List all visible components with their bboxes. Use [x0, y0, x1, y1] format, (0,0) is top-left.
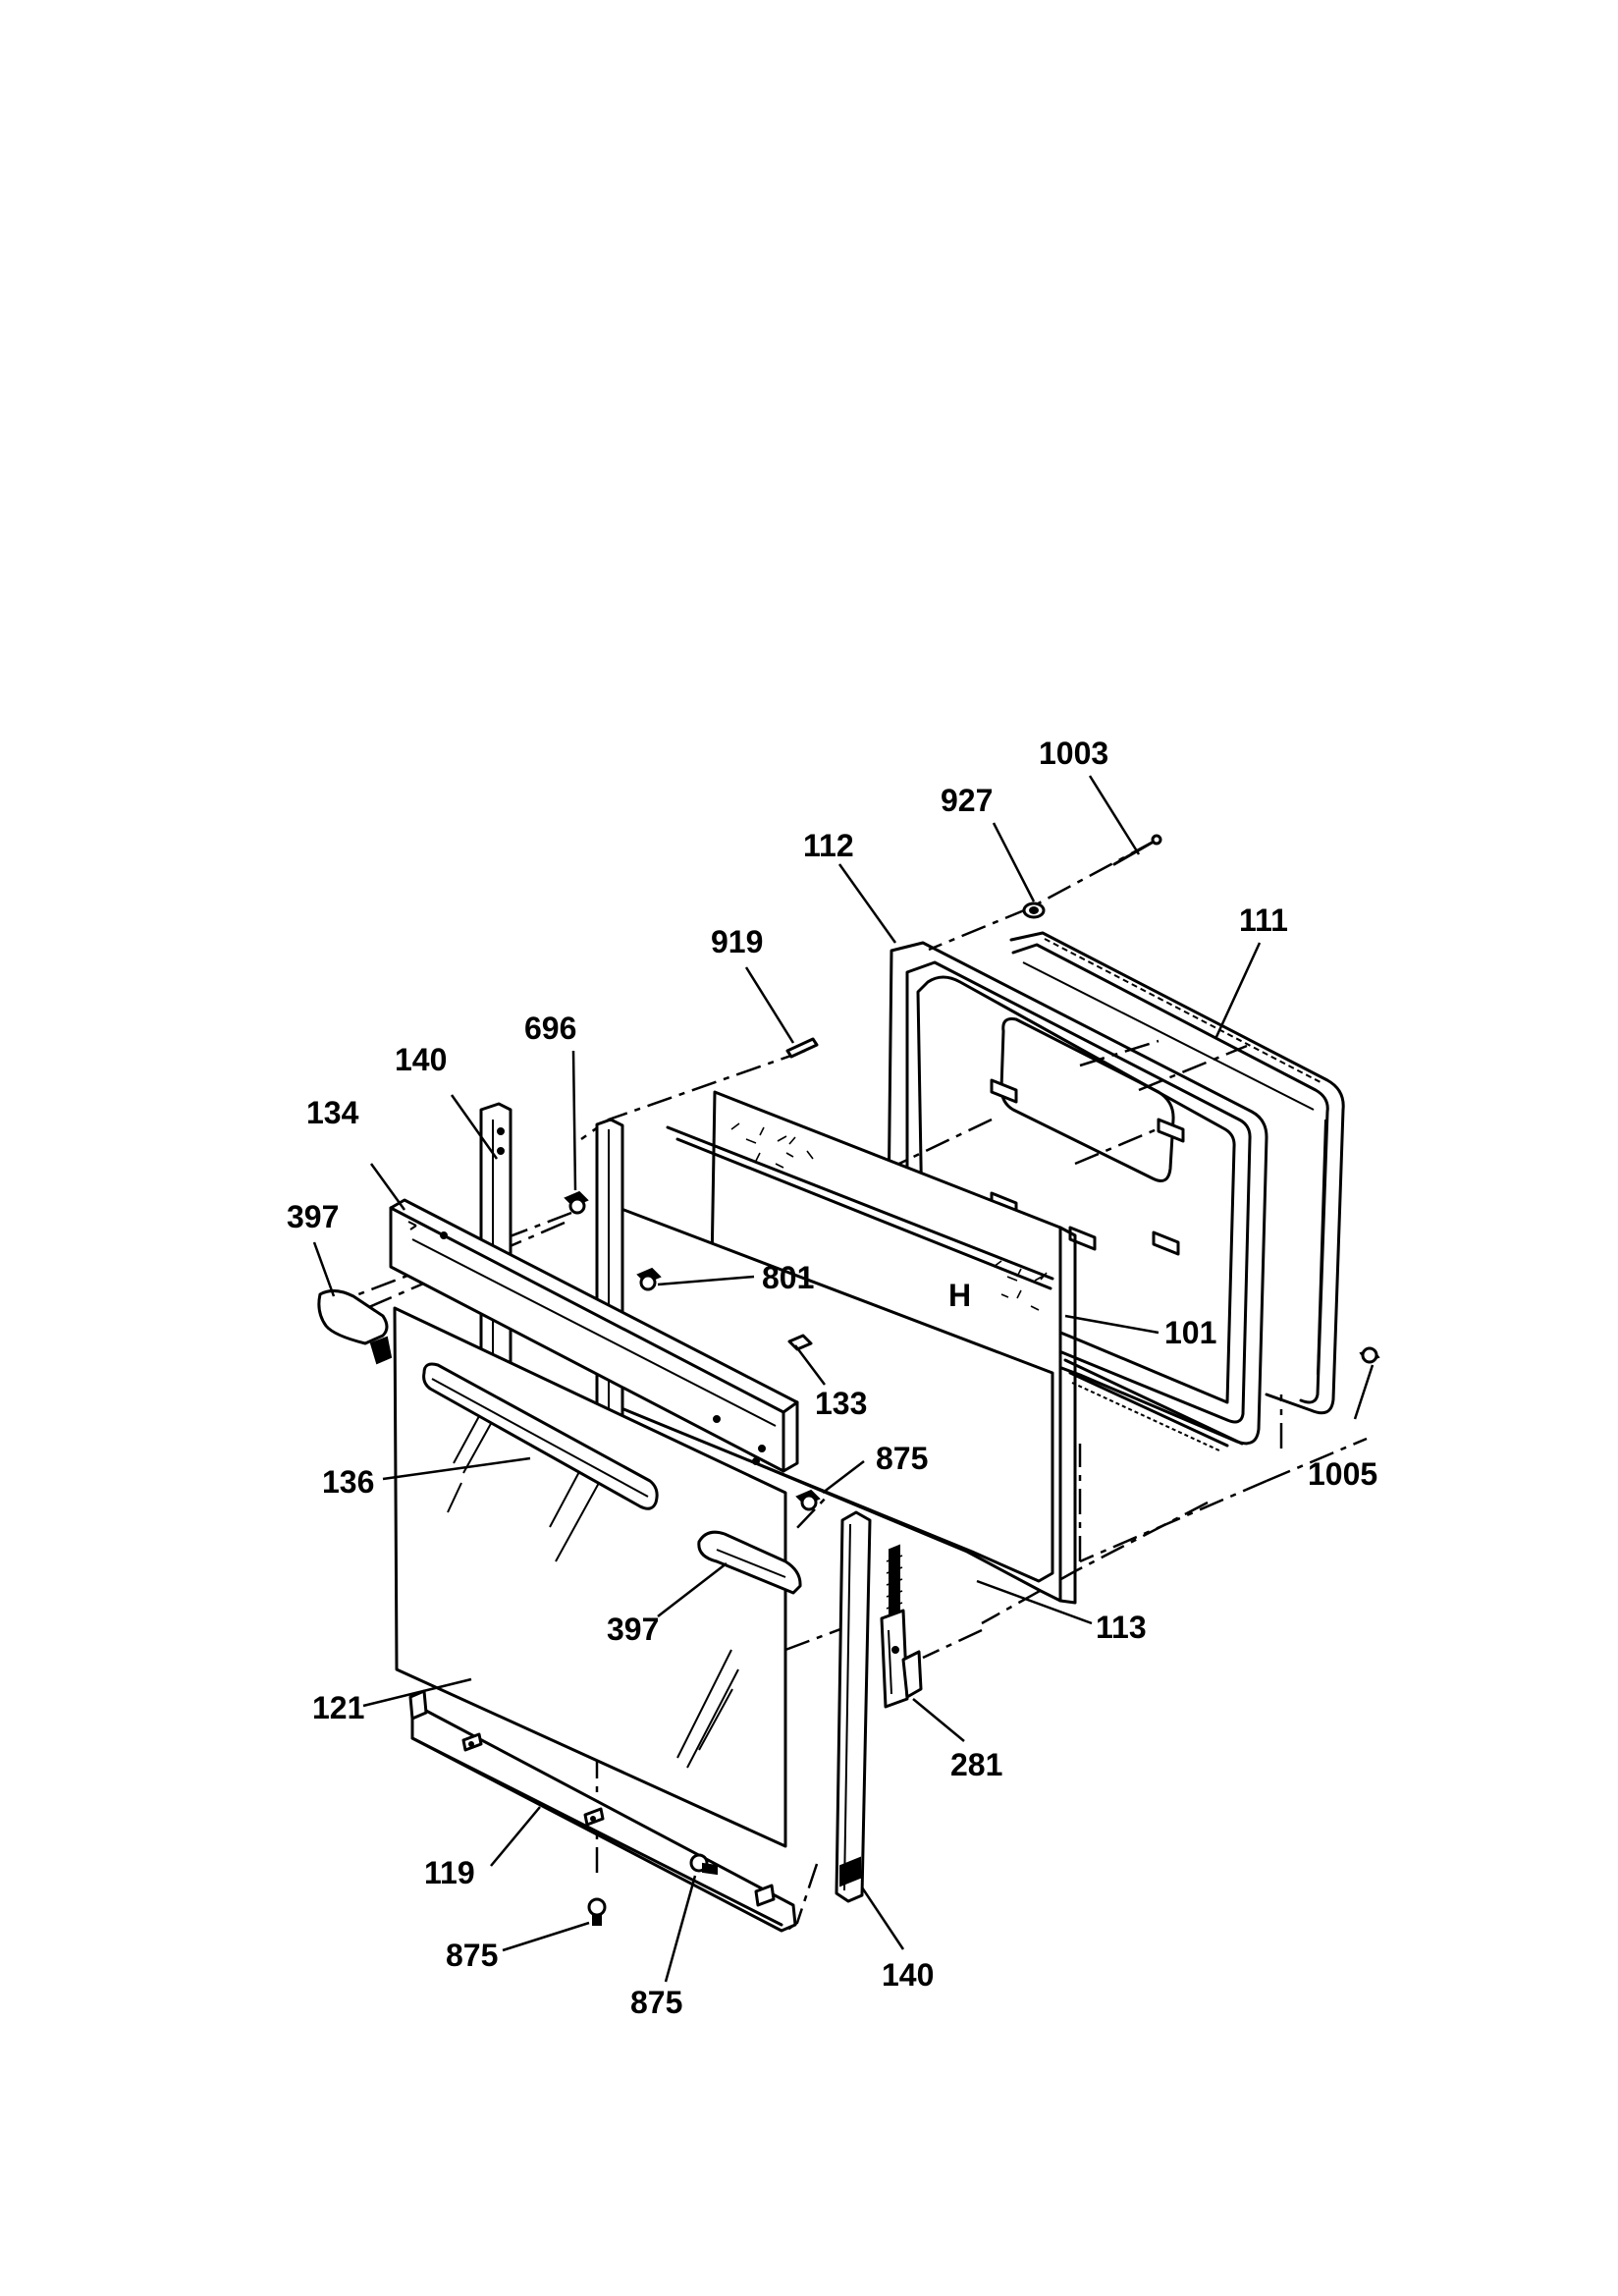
callout-281: 281 [950, 1747, 1002, 1782]
callout-919: 919 [711, 924, 763, 959]
callout-134: 134 [306, 1095, 359, 1130]
callout-113: 113 [1096, 1610, 1147, 1645]
callout-labels: 1003 927 112 111 919 696 140 134 397 801… [287, 736, 1377, 2020]
callout-397-left: 397 [287, 1199, 339, 1234]
callout-140-bottom: 140 [882, 1957, 934, 1993]
callout-112: 112 [803, 828, 854, 863]
callout-875-bottom: 875 [630, 1985, 682, 2020]
part-134-top-trim [389, 1198, 799, 1473]
part-397-left-cap [317, 1289, 393, 1365]
part-112-liner [886, 941, 1268, 1452]
callout-927: 927 [941, 783, 993, 818]
liner-clips [990, 1078, 1185, 1256]
part-927-washer [1022, 902, 1046, 919]
callout-1003: 1003 [1039, 736, 1108, 771]
part-801-screw [636, 1267, 662, 1291]
callout-133: 133 [815, 1386, 867, 1421]
part-140-side-trim-right [835, 1510, 872, 1903]
leader-lines [312, 775, 1375, 1983]
part-1005-screw [1359, 1346, 1380, 1364]
callout-696: 696 [524, 1011, 576, 1046]
callout-397-right: 397 [607, 1612, 659, 1647]
part-140-mid-trim [595, 1118, 624, 1440]
callout-875-upper: 875 [876, 1441, 928, 1476]
part-111-frame [1009, 931, 1345, 1415]
callout-119: 119 [424, 1855, 475, 1890]
callout-136: 136 [322, 1464, 374, 1500]
callout-101: 101 [1164, 1315, 1216, 1350]
callout-801: 801 [762, 1260, 814, 1295]
callout-1005: 1005 [1308, 1456, 1377, 1492]
callout-111: 111 [1239, 902, 1288, 938]
callout-140-top: 140 [395, 1042, 447, 1077]
part-136-handle-bar [422, 1362, 659, 1510]
callout-875-left: 875 [446, 1938, 498, 1973]
callout-121: 121 [312, 1690, 364, 1725]
part-397-right-cap [697, 1530, 802, 1595]
part-281-hinge [880, 1544, 923, 1709]
part-119-bottom-bracket [408, 1689, 797, 1933]
part-1003-rod [1112, 834, 1162, 866]
panel-marking: H [948, 1278, 971, 1313]
part-875-upper-screw [795, 1489, 821, 1511]
part-875-bottom-screw [587, 1897, 607, 1926]
part-875-bracket-screw [689, 1853, 718, 1876]
part-696-screw [564, 1190, 589, 1215]
part-919-pin [785, 1037, 819, 1059]
